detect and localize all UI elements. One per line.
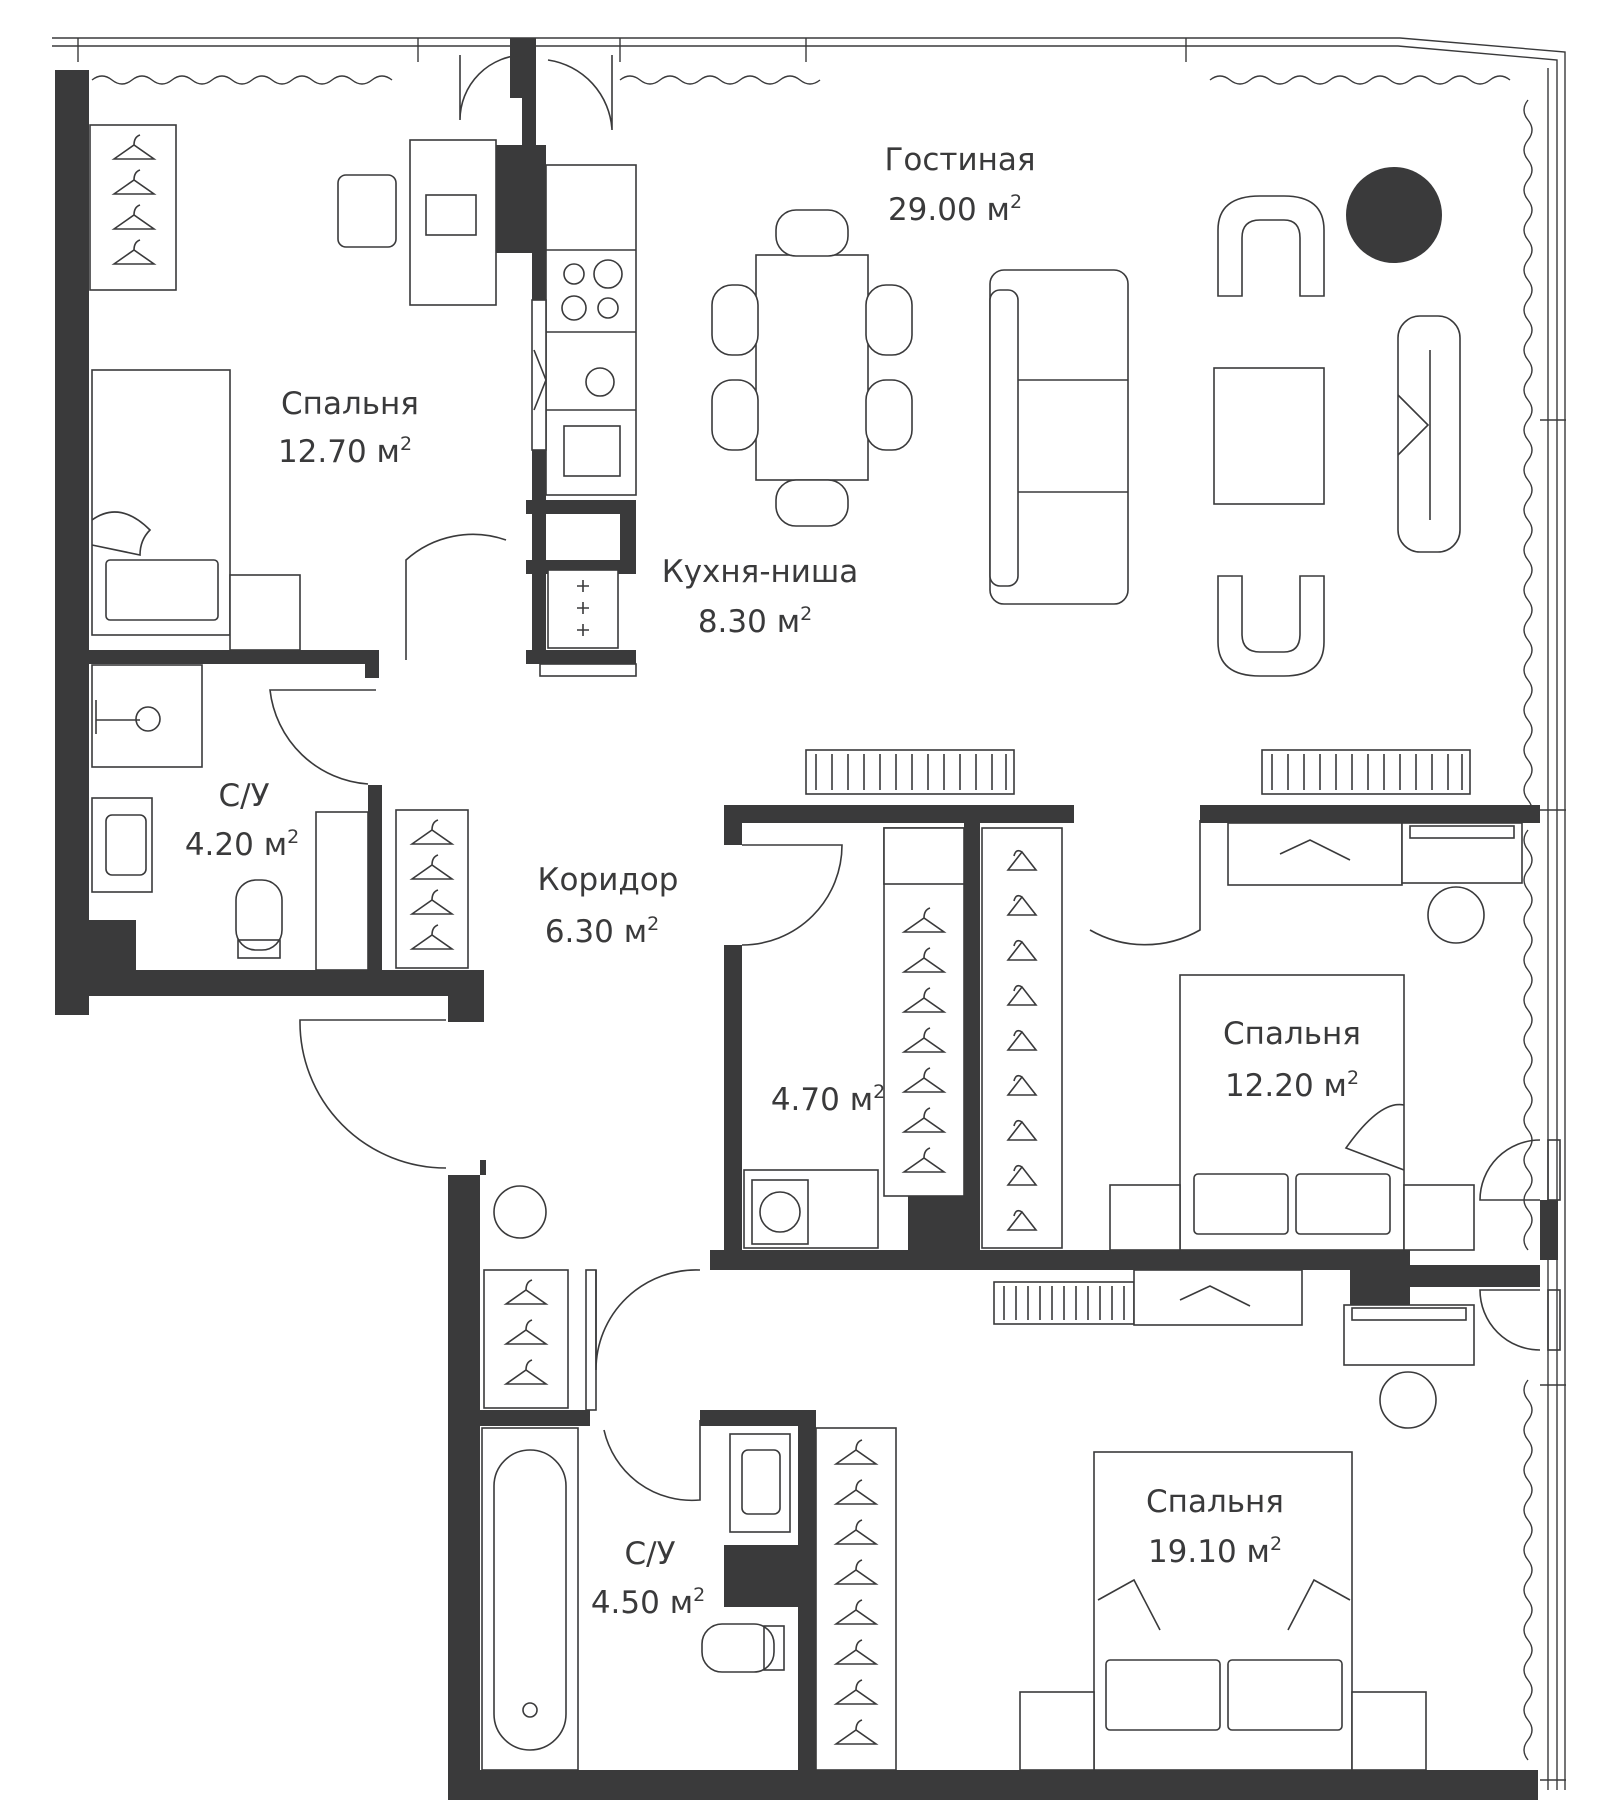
- kitchen-unit: [531, 164, 637, 677]
- toilet-icon: [701, 1623, 785, 1673]
- svg-text:С/У: С/У: [219, 778, 270, 814]
- svg-text:Гостиная: Гостиная: [884, 142, 1035, 178]
- tv-icon: [1397, 315, 1461, 553]
- armchair-icon: [1217, 195, 1325, 677]
- sink-icon: [563, 425, 621, 477]
- coffee-table: [1213, 367, 1325, 505]
- svg-text:12.70 м2: 12.70 м2: [278, 433, 412, 470]
- room-label-bedroom1: Спальня 12.70 м2: [278, 386, 419, 470]
- bath1-fixtures: [91, 664, 469, 971]
- svg-text:Коридор: Коридор: [538, 862, 679, 898]
- bedroom2-furniture: [1109, 822, 1523, 1251]
- plant-icon: [1427, 886, 1485, 944]
- svg-text:29.00 м2: 29.00 м2: [888, 191, 1022, 228]
- room-label-closet: 4.70 м2: [771, 1081, 885, 1118]
- bathtub-icon: [481, 1427, 579, 1771]
- dining-table: [711, 209, 913, 527]
- bed-icon: [91, 369, 301, 651]
- svg-text:4.20 м2: 4.20 м2: [185, 826, 299, 863]
- window-icon: [52, 37, 1566, 1790]
- wardrobe: [483, 1269, 597, 1411]
- room-label-bedroom3: Спальня 19.10 м2: [1146, 1484, 1284, 1570]
- svg-text:Кухня-ниша: Кухня-ниша: [662, 554, 859, 590]
- door-swing-icon: [269, 54, 1561, 1502]
- svg-text:6.30 м2: 6.30 м2: [545, 913, 659, 950]
- svg-text:4.70 м2: 4.70 м2: [771, 1081, 885, 1118]
- svg-text:Спальня: Спальня: [1223, 1016, 1361, 1052]
- room-label-corridor: Коридор 6.30 м2: [538, 862, 679, 950]
- desk-icon: [337, 139, 497, 306]
- bed-icon: [1179, 974, 1405, 1251]
- plant-icon: [1379, 1371, 1437, 1429]
- laptop-icon: [425, 194, 477, 236]
- svg-text:8.30 м2: 8.30 м2: [698, 603, 812, 640]
- svg-text:4.50 м2: 4.50 м2: [591, 1584, 705, 1621]
- curtain-icon: [91, 75, 1533, 1761]
- plant-icon: [1346, 167, 1442, 263]
- sink-icon: [91, 797, 153, 893]
- coat-stand: [493, 1185, 547, 1239]
- svg-text:19.10 м2: 19.10 м2: [1148, 1533, 1282, 1570]
- bed-icon: [1093, 1451, 1353, 1771]
- svg-text:Спальня: Спальня: [1146, 1484, 1284, 1520]
- chair-icon: [337, 174, 397, 248]
- stove-icon: [561, 259, 623, 321]
- room-label-living: Гостиная 29.00 м2: [884, 142, 1035, 228]
- washing-machine-icon: [751, 1179, 809, 1245]
- wardrobe: [89, 124, 177, 291]
- room-label-bath2: С/У 4.50 м2: [591, 1536, 705, 1621]
- room-label-bedroom2: Спальня 12.20 м2: [1223, 1016, 1361, 1104]
- room-label-kitchen: Кухня-ниша 8.30 м2: [662, 554, 859, 640]
- svg-text:Спальня: Спальня: [281, 386, 419, 422]
- sofa-icon: [989, 269, 1129, 605]
- bath2-fixtures: [481, 1427, 897, 1771]
- svg-text:С/У: С/У: [625, 1536, 676, 1572]
- toilet-icon: [235, 879, 283, 959]
- svg-text:12.20 м2: 12.20 м2: [1225, 1067, 1359, 1104]
- radiator-icon: [805, 749, 1471, 1325]
- bedroom3-furniture: [1019, 1269, 1475, 1771]
- room-label-bath1: С/У 4.20 м2: [185, 778, 299, 863]
- wardrobe: [395, 809, 469, 969]
- closet-contents: [743, 827, 1063, 1249]
- wardrobe: [815, 1427, 897, 1771]
- sink-icon: [729, 1433, 791, 1533]
